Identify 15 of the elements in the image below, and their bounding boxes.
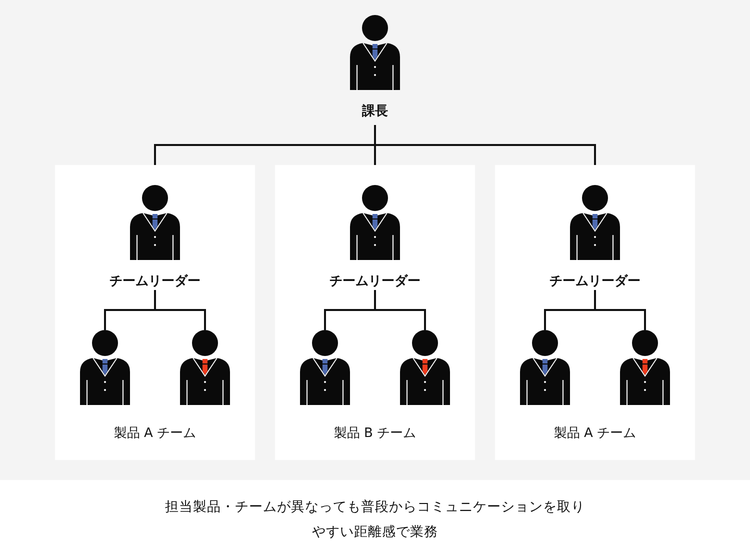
team-name: 製品 B チーム [334,425,416,442]
role-label: チームリーダー [550,273,640,290]
team-panel [495,165,695,460]
note-text: 担当製品・チームが異なっても普段からコミュニケーションを取りやすい距離感で業務 [165,498,585,542]
role-label: チームリーダー [110,273,200,290]
team-panel [55,165,255,460]
team-name: 製品 A チーム [114,425,196,442]
connector-line [594,290,646,330]
connector-line [374,290,426,330]
connector-line [154,290,206,330]
connector-line [374,125,596,165]
team-panel [275,165,475,460]
role-label: チームリーダー [330,273,420,290]
team-name: 製品 A チーム [554,425,636,442]
role-label: 課長 [362,103,388,120]
